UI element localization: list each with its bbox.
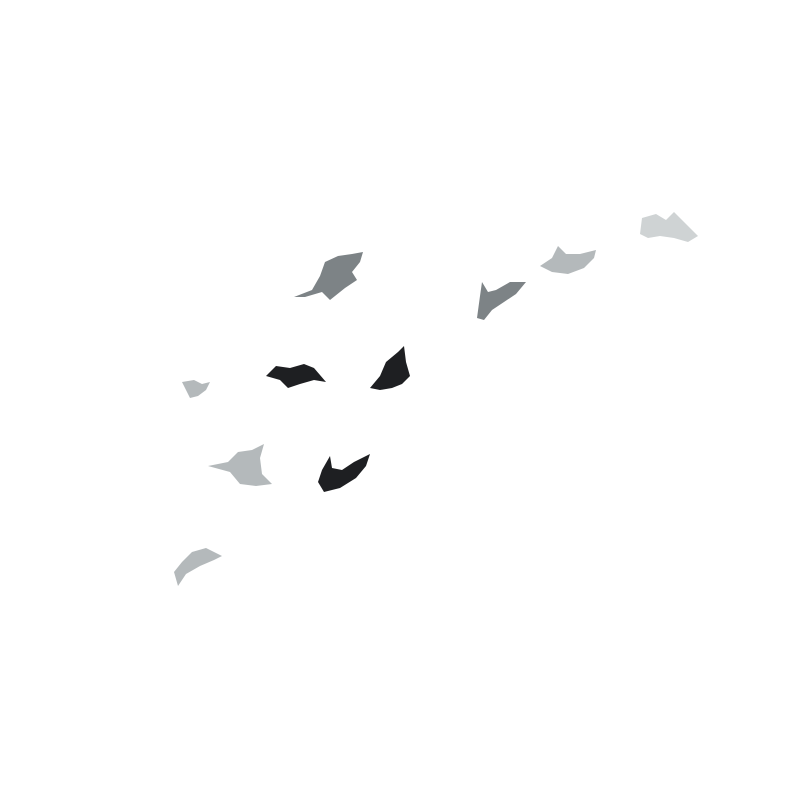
bird <box>208 444 272 486</box>
bird <box>318 454 370 492</box>
bird <box>477 282 526 320</box>
bird <box>640 212 698 242</box>
bird <box>370 346 410 390</box>
bird <box>174 548 222 586</box>
bird <box>182 380 210 398</box>
bird <box>266 364 326 388</box>
bird <box>540 246 596 274</box>
bird <box>294 252 363 300</box>
